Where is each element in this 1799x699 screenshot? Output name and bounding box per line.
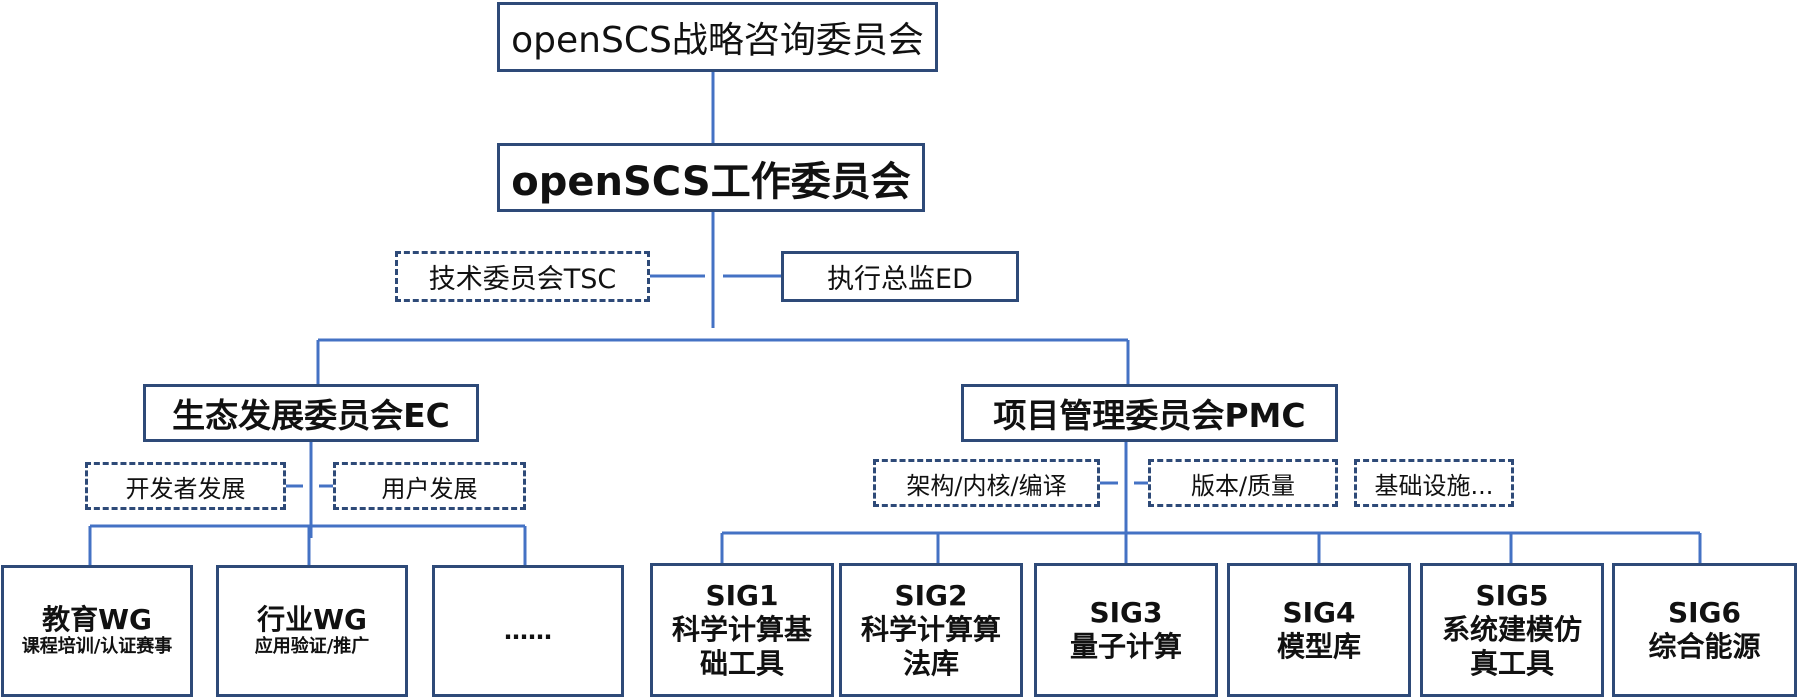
ec-label: 生态发展委员会EC <box>172 396 450 435</box>
tsc-label: 技术委员会TSC <box>428 264 617 295</box>
pmc-group-arch: 架构/内核/编译 <box>873 459 1100 507</box>
wg-subtitle: 应用验证/推广 <box>254 636 370 657</box>
wg-title: 教育WG <box>42 603 152 636</box>
sig-id: SIG6 <box>1667 596 1742 629</box>
strategy-committee-label: openSCS战略咨询委员会 <box>511 20 924 61</box>
sig-name: 模型库 <box>1276 630 1361 663</box>
sig-name: 科学计算算法库 <box>860 613 1001 680</box>
sig-box-2: SIG2 科学计算算法库 <box>839 563 1023 697</box>
ec-group-user: 用户发展 <box>333 462 526 510</box>
wg-education: 教育WG 课程培训/认证赛事 <box>1 565 193 697</box>
pmc-group-label: 基础设施... <box>1374 471 1494 500</box>
wg-industry: 行业WG 应用验证/推广 <box>216 565 408 697</box>
pmc-group-infra: 基础设施... <box>1354 459 1514 507</box>
ed-label: 执行总监ED <box>827 264 973 295</box>
ec-group-label: 用户发展 <box>381 474 478 503</box>
strategy-committee-box: openSCS战略咨询委员会 <box>497 2 938 72</box>
sig-box-6: SIG6 综合能源 <box>1612 563 1797 697</box>
wg-subtitle: 课程培训/认证赛事 <box>21 636 173 657</box>
sig-id: SIG1 <box>705 579 779 612</box>
sig-box-1: SIG1 科学计算基础工具 <box>650 563 834 697</box>
sig-id: SIG2 <box>894 579 968 612</box>
sig-name: 量子计算 <box>1069 630 1182 663</box>
pmc-box: 项目管理委员会PMC <box>961 384 1338 442</box>
tsc-box: 技术委员会TSC <box>395 251 650 302</box>
sig-name: 综合能源 <box>1648 630 1761 663</box>
wg-title: …… <box>504 617 552 645</box>
pmc-label: 项目管理委员会PMC <box>993 396 1306 435</box>
work-committee-label: openSCS工作委员会 <box>511 158 911 205</box>
pmc-group-label: 版本/质量 <box>1190 471 1296 500</box>
pmc-group-version: 版本/质量 <box>1148 459 1338 507</box>
sig-box-5: SIG5 系统建模仿真工具 <box>1420 563 1604 697</box>
sig-box-3: SIG3 量子计算 <box>1034 563 1218 697</box>
wg-title: 行业WG <box>257 603 367 636</box>
sig-id: SIG4 <box>1282 596 1356 629</box>
work-committee-box: openSCS工作委员会 <box>497 143 925 212</box>
ec-box: 生态发展委员会EC <box>143 384 479 442</box>
sig-id: SIG3 <box>1089 596 1163 629</box>
sig-id: SIG5 <box>1475 579 1549 612</box>
pmc-group-label: 架构/内核/编译 <box>906 471 1067 500</box>
sig-box-4: SIG4 模型库 <box>1227 563 1411 697</box>
ec-group-label: 开发者发展 <box>125 474 246 503</box>
sig-name: 系统建模仿真工具 <box>1441 613 1582 680</box>
ec-group-developer: 开发者发展 <box>85 462 286 510</box>
wg-more: …… <box>432 565 624 697</box>
ed-box: 执行总监ED <box>781 251 1019 302</box>
sig-name: 科学计算基础工具 <box>671 613 812 680</box>
